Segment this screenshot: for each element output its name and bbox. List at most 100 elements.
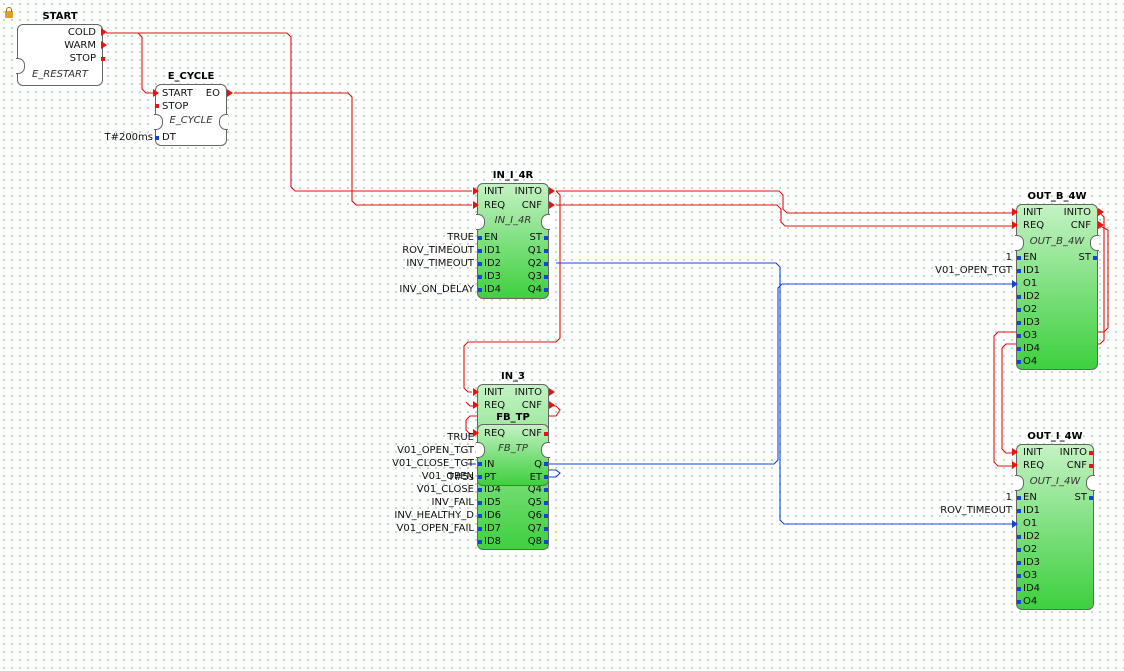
port-q3[interactable]: Q3 bbox=[527, 271, 542, 282]
event-out-marker[interactable] bbox=[1098, 221, 1104, 229]
port-et[interactable]: ET bbox=[529, 472, 542, 483]
port-id4[interactable]: ID4 bbox=[1023, 343, 1041, 354]
data-in-marker[interactable] bbox=[1017, 347, 1021, 351]
event-out-marker[interactable] bbox=[544, 432, 548, 436]
data-out-marker[interactable] bbox=[544, 275, 548, 279]
event-in-marker[interactable] bbox=[473, 429, 479, 437]
event-out-marker[interactable] bbox=[101, 57, 105, 61]
event-out-marker[interactable] bbox=[549, 388, 555, 396]
event-out-marker[interactable] bbox=[101, 41, 107, 49]
data-in-marker[interactable] bbox=[478, 475, 482, 479]
fb-out-i-4w[interactable]: OUT_I_4W INIT REQ INITO CNF OUT_I_4W EN … bbox=[1012, 431, 1095, 610]
port-id6[interactable]: ID6 bbox=[484, 510, 502, 521]
port-inito[interactable]: INITO bbox=[514, 186, 542, 197]
event-out-marker[interactable] bbox=[1098, 208, 1104, 216]
port-warm[interactable]: WARM bbox=[64, 40, 96, 51]
event-out-marker[interactable] bbox=[1089, 464, 1093, 468]
port-o4[interactable]: O4 bbox=[1023, 356, 1038, 367]
port-o1[interactable]: O1 bbox=[1023, 518, 1038, 529]
port-req[interactable]: REQ bbox=[1023, 220, 1045, 231]
port-en[interactable]: EN bbox=[1023, 252, 1037, 263]
port-init[interactable]: INIT bbox=[1023, 447, 1043, 458]
port-init[interactable]: INIT bbox=[484, 387, 504, 398]
event-in-marker[interactable] bbox=[473, 201, 479, 209]
port-in[interactable]: IN bbox=[484, 459, 495, 470]
data-out-marker[interactable] bbox=[544, 262, 548, 266]
port-id4[interactable]: ID4 bbox=[484, 484, 502, 495]
data-out-marker[interactable] bbox=[544, 475, 548, 479]
data-in-marker[interactable] bbox=[478, 288, 482, 292]
event-in-marker[interactable] bbox=[1012, 448, 1018, 456]
port-pt[interactable]: PT bbox=[484, 472, 497, 483]
port-eo[interactable]: EO bbox=[205, 88, 220, 99]
port-req[interactable]: REQ bbox=[1023, 460, 1045, 471]
data-in-marker[interactable] bbox=[1017, 600, 1021, 604]
port-req[interactable]: REQ bbox=[484, 200, 506, 211]
event-out-marker[interactable] bbox=[549, 401, 555, 409]
data-out-marker[interactable] bbox=[1089, 496, 1093, 500]
data-in-marker[interactable] bbox=[1017, 587, 1021, 591]
port-cnf[interactable]: CNF bbox=[521, 428, 542, 439]
port-stop[interactable]: STOP bbox=[69, 53, 96, 64]
port-id2[interactable]: ID2 bbox=[1023, 531, 1041, 542]
event-out-marker[interactable] bbox=[227, 89, 233, 97]
data-in-marker[interactable] bbox=[1017, 256, 1021, 260]
event-in-marker[interactable] bbox=[1012, 208, 1018, 216]
data-in-marker[interactable] bbox=[478, 527, 482, 531]
port-cnf[interactable]: CNF bbox=[521, 400, 542, 411]
port-id7[interactable]: ID7 bbox=[484, 523, 502, 534]
data-in-marker[interactable] bbox=[1017, 360, 1021, 364]
port-stop[interactable]: STOP bbox=[162, 101, 189, 112]
port-q6[interactable]: Q6 bbox=[527, 510, 542, 521]
port-o4[interactable]: O4 bbox=[1023, 596, 1038, 607]
port-inito[interactable]: INITO bbox=[1059, 447, 1087, 458]
data-in-marker[interactable] bbox=[478, 236, 482, 240]
port-req[interactable]: REQ bbox=[484, 400, 506, 411]
data-in-marker[interactable] bbox=[478, 249, 482, 253]
data-in-marker[interactable] bbox=[478, 488, 482, 492]
event-out-marker[interactable] bbox=[549, 201, 555, 209]
data-out-marker[interactable] bbox=[544, 527, 548, 531]
port-id5[interactable]: ID5 bbox=[484, 497, 502, 508]
fb-e-cycle[interactable]: E_CYCLE START STOP EO E_CYCLE DT bbox=[153, 71, 233, 146]
port-cnf[interactable]: CNF bbox=[1070, 220, 1091, 231]
port-st[interactable]: ST bbox=[1078, 252, 1091, 263]
port-en[interactable]: EN bbox=[1023, 492, 1037, 503]
port-init[interactable]: INIT bbox=[484, 186, 504, 197]
port-q4[interactable]: Q4 bbox=[527, 284, 542, 295]
port-id1[interactable]: ID1 bbox=[1023, 505, 1041, 516]
port-st[interactable]: ST bbox=[1074, 492, 1087, 503]
event-in-marker[interactable] bbox=[473, 401, 479, 409]
port-id8[interactable]: ID8 bbox=[484, 536, 502, 547]
port-q7[interactable]: Q7 bbox=[527, 523, 542, 534]
data-out-marker[interactable] bbox=[544, 249, 548, 253]
event-in-marker[interactable] bbox=[155, 104, 159, 108]
port-o2[interactable]: O2 bbox=[1023, 304, 1038, 315]
data-in-marker[interactable] bbox=[1017, 308, 1021, 312]
port-o2[interactable]: O2 bbox=[1023, 544, 1038, 555]
data-out-marker[interactable] bbox=[544, 488, 548, 492]
port-inito[interactable]: INITO bbox=[1063, 207, 1091, 218]
port-q[interactable]: Q bbox=[534, 459, 542, 470]
fb-out-b-4w[interactable]: OUT_B_4W INIT REQ INITO CNF OUT_B_4W EN … bbox=[1012, 191, 1104, 370]
port-id2[interactable]: ID2 bbox=[1023, 291, 1041, 302]
port-o3[interactable]: O3 bbox=[1023, 570, 1038, 581]
port-id1[interactable]: ID1 bbox=[1023, 265, 1041, 276]
data-in-marker[interactable] bbox=[155, 136, 159, 140]
event-out-marker[interactable] bbox=[549, 187, 555, 195]
data-in-marker[interactable] bbox=[1017, 548, 1021, 552]
port-o3[interactable]: O3 bbox=[1023, 330, 1038, 341]
port-cold[interactable]: COLD bbox=[67, 27, 96, 38]
event-in-marker[interactable] bbox=[1012, 221, 1018, 229]
port-id2[interactable]: ID2 bbox=[484, 258, 502, 269]
data-out-marker[interactable] bbox=[544, 514, 548, 518]
event-out-marker[interactable] bbox=[1089, 451, 1093, 455]
data-out-marker[interactable] bbox=[544, 288, 548, 292]
port-cnf[interactable]: CNF bbox=[1066, 460, 1087, 471]
port-id4[interactable]: ID4 bbox=[1023, 583, 1041, 594]
data-in-marker[interactable] bbox=[1017, 295, 1021, 299]
port-id3[interactable]: ID3 bbox=[1023, 557, 1041, 568]
data-in-marker[interactable] bbox=[478, 262, 482, 266]
data-in-marker[interactable] bbox=[478, 501, 482, 505]
port-id3[interactable]: ID3 bbox=[1023, 317, 1041, 328]
